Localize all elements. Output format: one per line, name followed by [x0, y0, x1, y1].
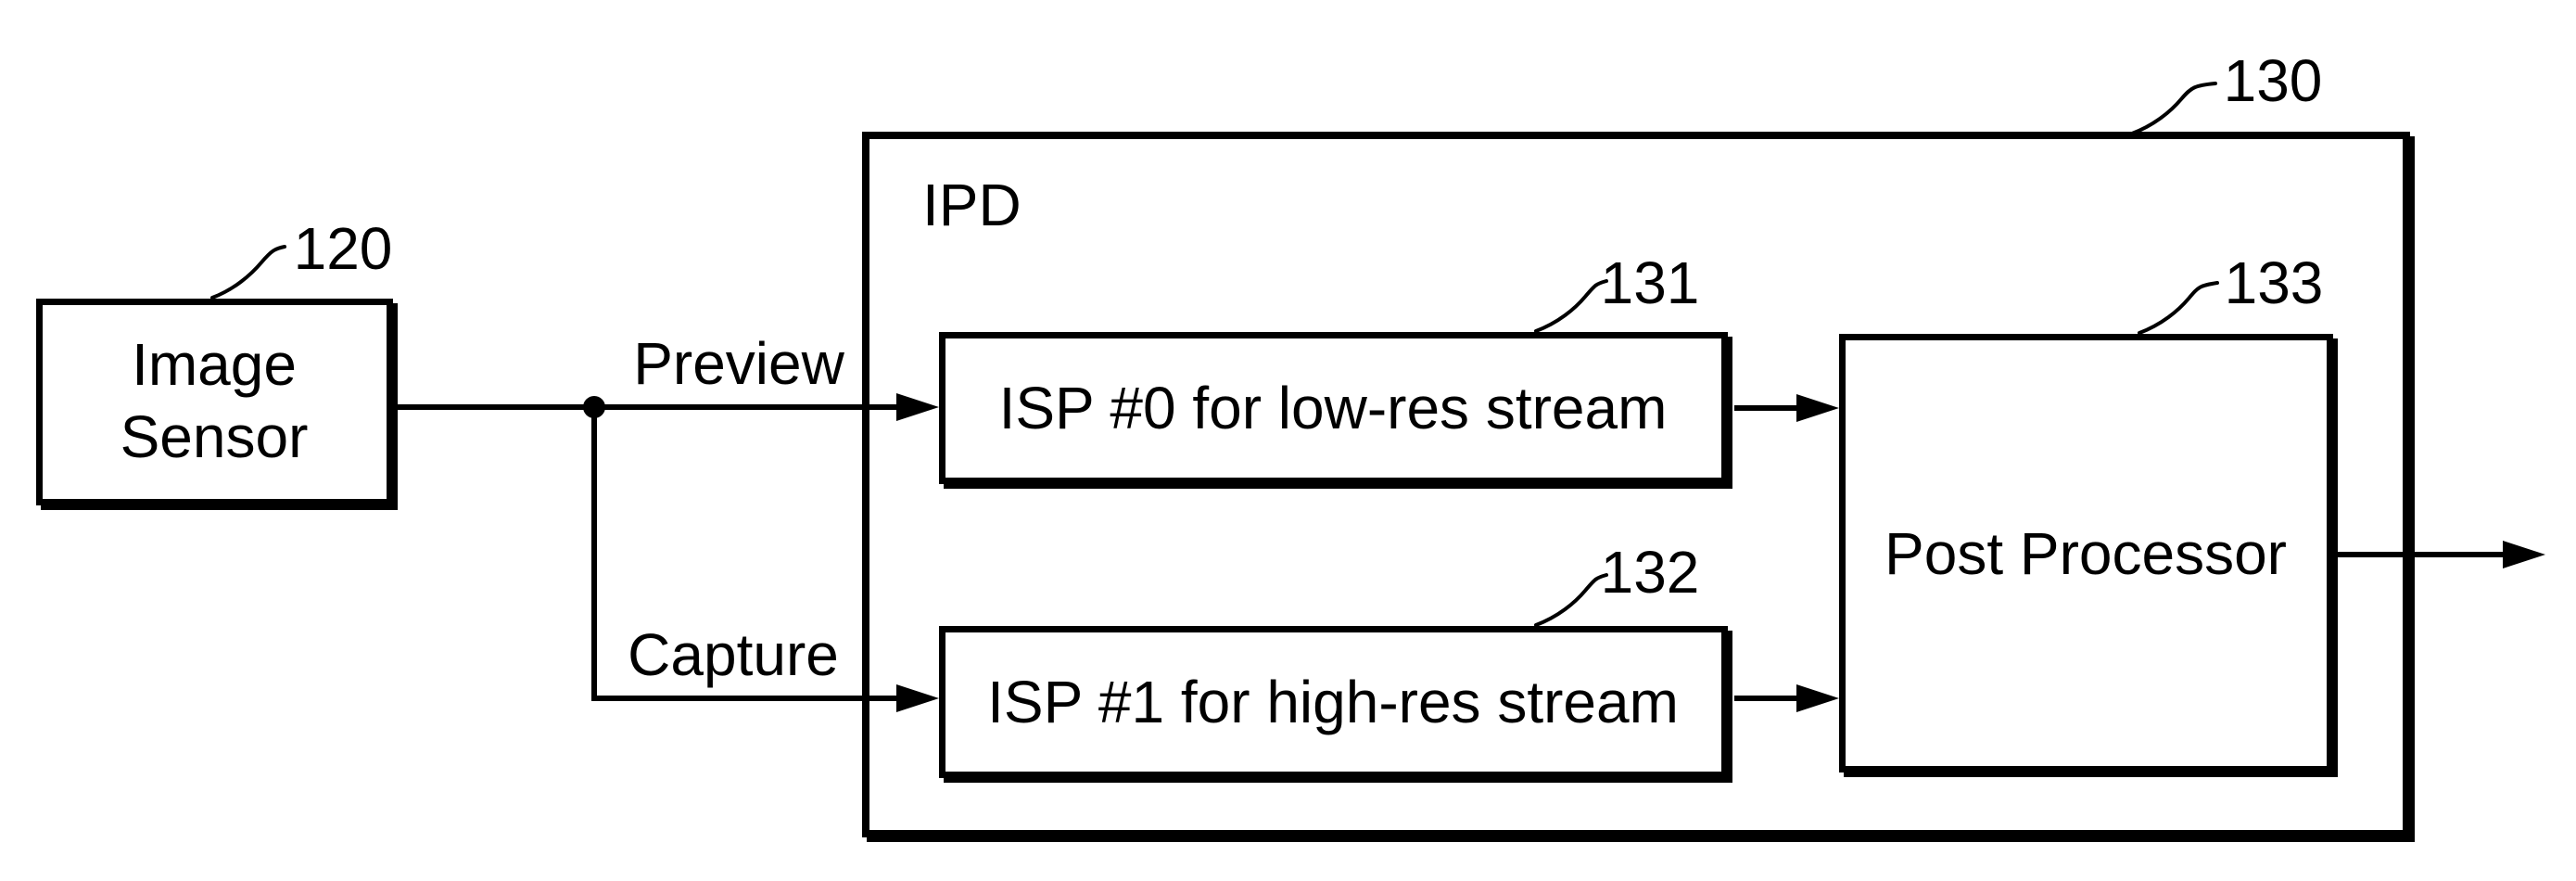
junction-dot	[583, 396, 605, 418]
edge-label-capture: Capture	[628, 620, 839, 688]
image-sensor-label-line1: Image	[132, 331, 297, 398]
isp1-label: ISP #1 for high-res stream	[987, 668, 1679, 735]
ref-label-131: 131	[1600, 249, 1700, 316]
ref-label-120: 120	[293, 214, 393, 282]
arrowhead-into-isp1	[896, 684, 939, 712]
arrowhead-into-isp0	[896, 393, 939, 421]
image-sensor-box	[36, 299, 393, 505]
image-sensor-label-line2: Sensor	[120, 403, 309, 470]
arrowhead-isp0-into-post	[1796, 394, 1839, 422]
edge-label-preview: Preview	[633, 329, 844, 397]
ipd-box-label: IPD	[922, 171, 1022, 238]
image-sensor-label: Image Sensor	[121, 328, 309, 473]
ref-label-133: 133	[2224, 249, 2324, 316]
isp0-box	[939, 332, 1728, 484]
arrowhead-output	[2503, 541, 2545, 568]
leader-line-130	[2130, 82, 2217, 135]
ref-label-132: 132	[1600, 538, 1700, 606]
line-capture-to-isp1	[591, 696, 898, 701]
post-processor-box	[1839, 334, 2333, 772]
arrowhead-isp1-into-post	[1796, 684, 1839, 712]
isp1-box	[939, 626, 1728, 778]
line-branch-down	[591, 404, 597, 701]
line-post-output	[2335, 552, 2504, 557]
line-isp0-to-post	[1734, 405, 1799, 411]
line-isp1-to-post	[1734, 696, 1799, 701]
post-processor-label: Post Processor	[1884, 519, 2287, 587]
line-sensor-to-isp0	[393, 404, 898, 410]
ref-label-130: 130	[2223, 46, 2323, 114]
isp0-label: ISP #0 for low-res stream	[998, 374, 1668, 441]
leader-line-120	[210, 245, 286, 300]
